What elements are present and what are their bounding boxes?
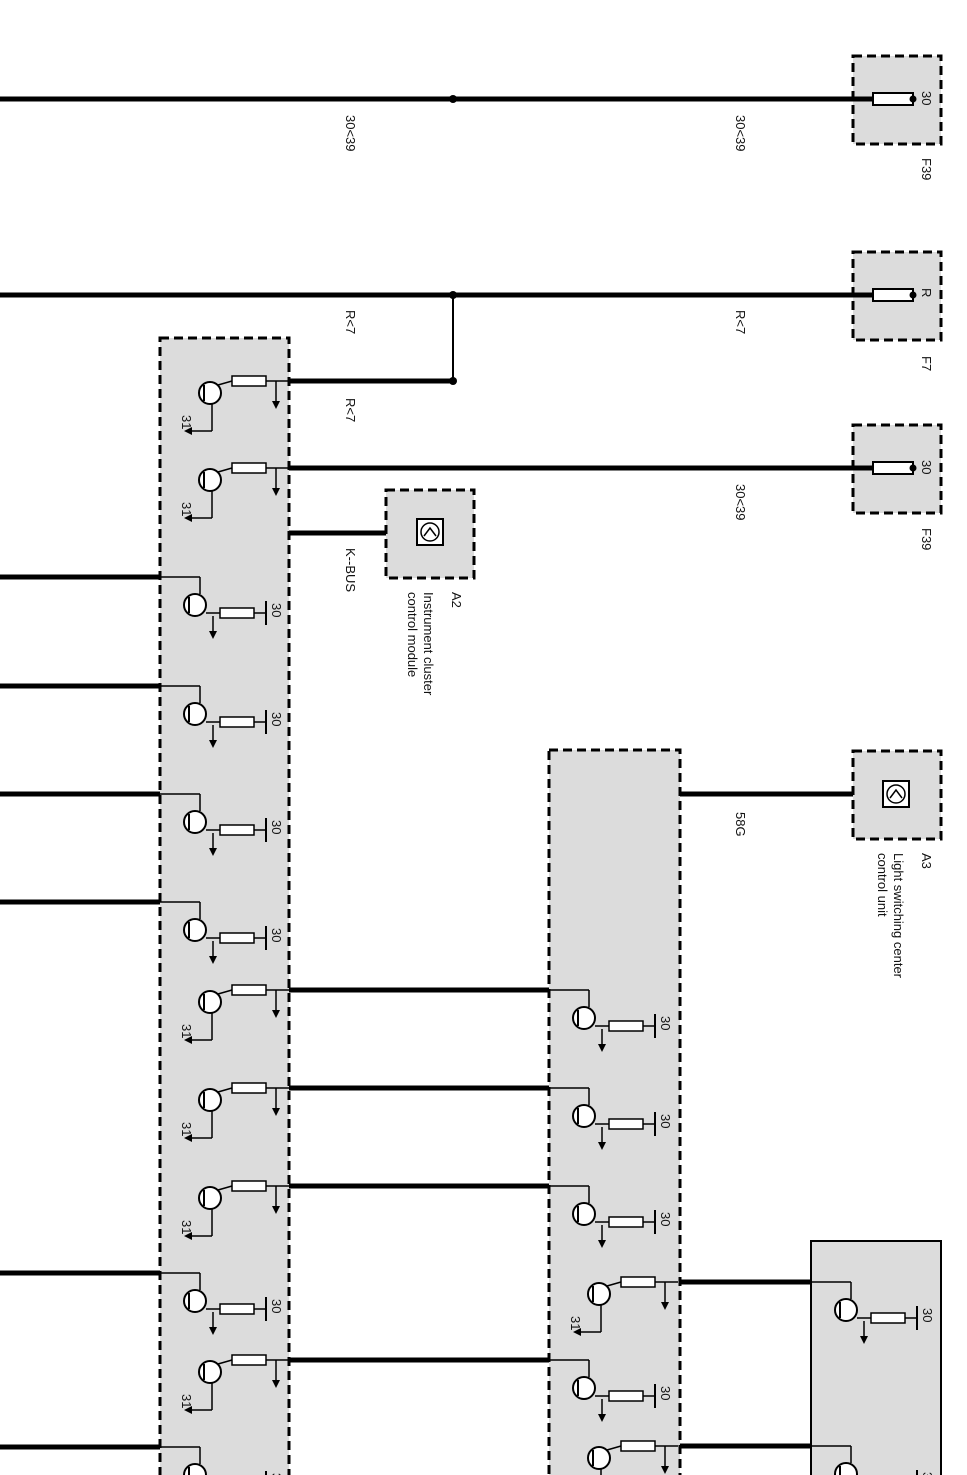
module2-stage-in-1: 30 — [549, 989, 673, 1052]
wire-label-58g: 58G — [733, 812, 748, 837]
driver-stage-out-4: 31 — [179, 1082, 289, 1142]
wire-label-30-39-left: 30<39 — [343, 115, 358, 152]
supply-terminal-label: 30 — [269, 712, 284, 726]
wire-label-30-39-lower: 30<39 — [733, 484, 748, 521]
driver-stages: 31 31 30 30 30 30 31 31 31 30 31 30 30 30 30 31 30 31 30 30 — [160, 375, 935, 1475]
driver-stage-in-3: 30 — [160, 793, 284, 856]
driver-stage-in-4: 30 — [160, 901, 284, 964]
driver-stage-out-2: 31 — [179, 462, 289, 522]
supply-terminal-label: 30 — [658, 1114, 673, 1128]
main-control-module-box — [158, 336, 291, 1475]
driver-stage-out-3: 31 — [179, 984, 289, 1044]
second-control-module-box — [547, 748, 682, 1475]
ground-terminal-label: 31 — [179, 1394, 194, 1408]
driver-stage-in-5: 30 — [160, 1272, 284, 1335]
wire-label-r7-right: R<7 — [733, 310, 748, 334]
supply-terminal-label: 30 — [658, 1212, 673, 1226]
splice-dots — [449, 95, 457, 385]
wire-label-30-39-right: 30<39 — [733, 115, 748, 152]
module-a2-name-line2: control module — [405, 592, 420, 677]
ground-terminal-label: 31 — [179, 502, 194, 516]
driver-stage-out-5: 31 — [179, 1180, 289, 1240]
module-a3-name-line2: control unit — [875, 853, 890, 917]
supply-terminal-label: 30 — [658, 1016, 673, 1030]
supply-terminal-label: 30 — [920, 1308, 935, 1322]
labels: 30<39 30<39 R<7 R<7 R<7 30<39 K--BUS 58G… — [343, 91, 934, 979]
driver-stage-out-1: 31 — [179, 375, 289, 435]
ground-terminal-label: 31 — [568, 1316, 583, 1330]
driver-stage-in-2: 30 — [160, 685, 284, 748]
ground-terminal-label: 31 — [179, 1024, 194, 1038]
module-a2-id: A2 — [449, 592, 464, 608]
module3-stage-in-2: 30 — [811, 1445, 935, 1475]
ground-terminal-label: 31 — [179, 415, 194, 429]
fuse-terminal-f39-lower: 30 — [919, 460, 934, 474]
module2-stage-in-3: 30 — [549, 1185, 673, 1248]
ground-terminal-label: 31 — [179, 1220, 194, 1234]
module-a3-box — [851, 749, 943, 841]
wire-label-r7-branch: R<7 — [343, 398, 358, 422]
module2-stage-out-1: 31 — [568, 1276, 678, 1336]
module-a2-box — [384, 488, 476, 580]
wires — [0, 96, 873, 1450]
ground-terminal-label: 31 — [179, 1122, 194, 1136]
module2-stage-in-4: 30 — [549, 1359, 673, 1422]
module-a3-name-line1: Light switching center — [891, 853, 906, 979]
driver-stage-in-1: 30 — [160, 576, 284, 639]
third-control-module-box — [810, 1240, 942, 1475]
supply-terminal-label: 30 — [269, 1299, 284, 1313]
fuse-label-f39-lower: F39 — [919, 528, 934, 550]
supply-terminal-label: 30 — [269, 820, 284, 834]
module-a3-id: A3 — [919, 853, 934, 869]
wire-label-kbus: K--BUS — [343, 548, 358, 592]
driver-stage-in-6: 30 — [160, 1446, 284, 1475]
module2-stage-in-2: 30 — [549, 1087, 673, 1150]
supply-terminal-label: 30 — [269, 928, 284, 942]
module-a2-name-line1: Instrument cluster — [421, 592, 436, 696]
module3-stage-in-1: 30 — [811, 1281, 935, 1344]
supply-terminal-label: 30 — [658, 1386, 673, 1400]
wire-label-r7-left: R<7 — [343, 310, 358, 334]
fuse-label-f7: F7 — [919, 356, 934, 371]
module2-stage-out-2: 31 — [587, 1440, 678, 1475]
fuse-terminal-f7: R — [919, 288, 934, 297]
supply-terminal-label: 30 — [269, 603, 284, 617]
fuse-terminal-f39-top: 30 — [919, 91, 934, 105]
driver-stage-out-6: 31 — [179, 1354, 289, 1414]
supply-terminal-label: 30 — [920, 1472, 935, 1475]
fuse-label-f39-top: F39 — [919, 158, 934, 180]
supply-terminal-label: 30 — [269, 1473, 284, 1475]
